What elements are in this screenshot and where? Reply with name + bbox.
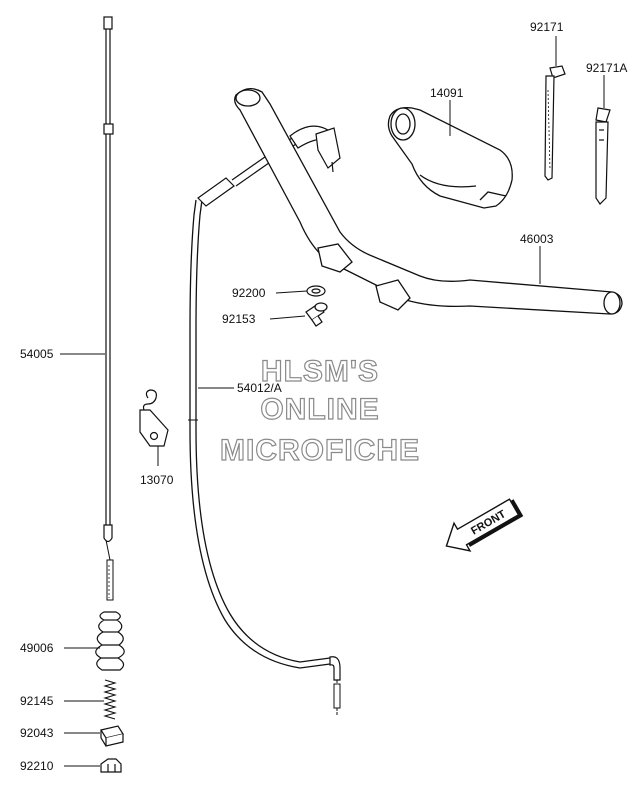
spring-92145 xyxy=(103,679,117,720)
front-arrow: FRONT xyxy=(445,498,524,552)
label-92200: 92200 xyxy=(232,286,266,300)
watermark-line-2: ONLINE xyxy=(260,393,379,426)
label-14091: 14091 xyxy=(430,86,464,100)
label-92153: 92153 xyxy=(222,312,256,326)
tie-92171 xyxy=(544,65,566,181)
label-92210: 92210 xyxy=(20,759,54,773)
label-46003: 46003 xyxy=(520,232,554,246)
cable-54012a xyxy=(188,125,341,716)
leader-lines xyxy=(60,36,605,767)
label-54005: 54005 xyxy=(20,347,54,361)
washer-92200 xyxy=(306,285,326,297)
watermark: HLSM'S ONLINE MICROFICHE xyxy=(219,354,420,467)
cable-54005 xyxy=(103,16,114,601)
part-92210 xyxy=(100,758,122,773)
label-92145: 92145 xyxy=(20,694,54,708)
part-92043 xyxy=(100,725,124,747)
label-13070: 13070 xyxy=(140,473,174,487)
watermark-line-3: MICROFICHE xyxy=(220,434,420,467)
label-54012a: 54012/A xyxy=(237,381,282,395)
grip-14091 xyxy=(387,107,513,209)
label-92171a: 92171A xyxy=(586,61,627,75)
fitting-92153 xyxy=(305,302,328,327)
handlebar-46003 xyxy=(234,88,623,315)
tie-92171a xyxy=(595,107,611,205)
bracket-13070 xyxy=(139,389,169,447)
label-92171: 92171 xyxy=(530,20,564,34)
label-49006: 49006 xyxy=(20,641,54,655)
watermark-line-1: HLSM'S xyxy=(261,355,379,388)
label-92043: 92043 xyxy=(20,726,54,740)
boot-49006 xyxy=(95,611,125,671)
